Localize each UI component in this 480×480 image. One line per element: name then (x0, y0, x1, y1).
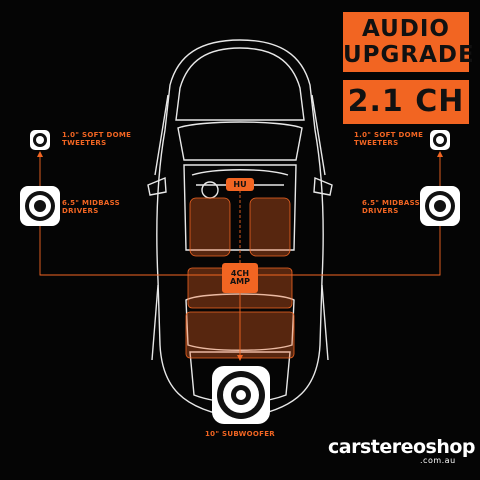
subwoofer-icon (212, 366, 270, 424)
head-unit-label: HU (233, 180, 247, 189)
midbass-right-icon (420, 186, 460, 226)
wiring-lines (39, 155, 441, 355)
audio-upgrade-badge: AUDIO UPGRADE (343, 12, 475, 72)
brand-logo: carstereoshop (328, 436, 476, 458)
amp-block (222, 263, 258, 293)
subwoofer-label: 10" SUBWOOFER (205, 430, 275, 438)
channel-badge: 2.1 CH (343, 80, 469, 124)
tweeter-left-icon (30, 130, 50, 150)
brand-domain: .com.au (420, 456, 456, 465)
badge-line-upgrade: UPGRADE (343, 42, 475, 68)
cabin-highlight (185, 197, 295, 359)
car-outline (147, 39, 333, 419)
midbass-label-right: 6.5" MIDBASS DRIVERS (362, 199, 420, 215)
tweeters-label-right: 1.0" SOFT DOME TWEETERS (354, 131, 424, 147)
badge-line-audio: AUDIO (362, 16, 450, 42)
midbass-label-left: 6.5" MIDBASS DRIVERS (62, 199, 120, 215)
tweeters-label-left: 1.0" SOFT DOME TWEETERS (62, 131, 132, 147)
tweeter-right-icon (430, 130, 450, 150)
head-unit-block (226, 178, 254, 191)
amp-label: 4CH AMP (229, 269, 250, 286)
midbass-left-icon (20, 186, 60, 226)
